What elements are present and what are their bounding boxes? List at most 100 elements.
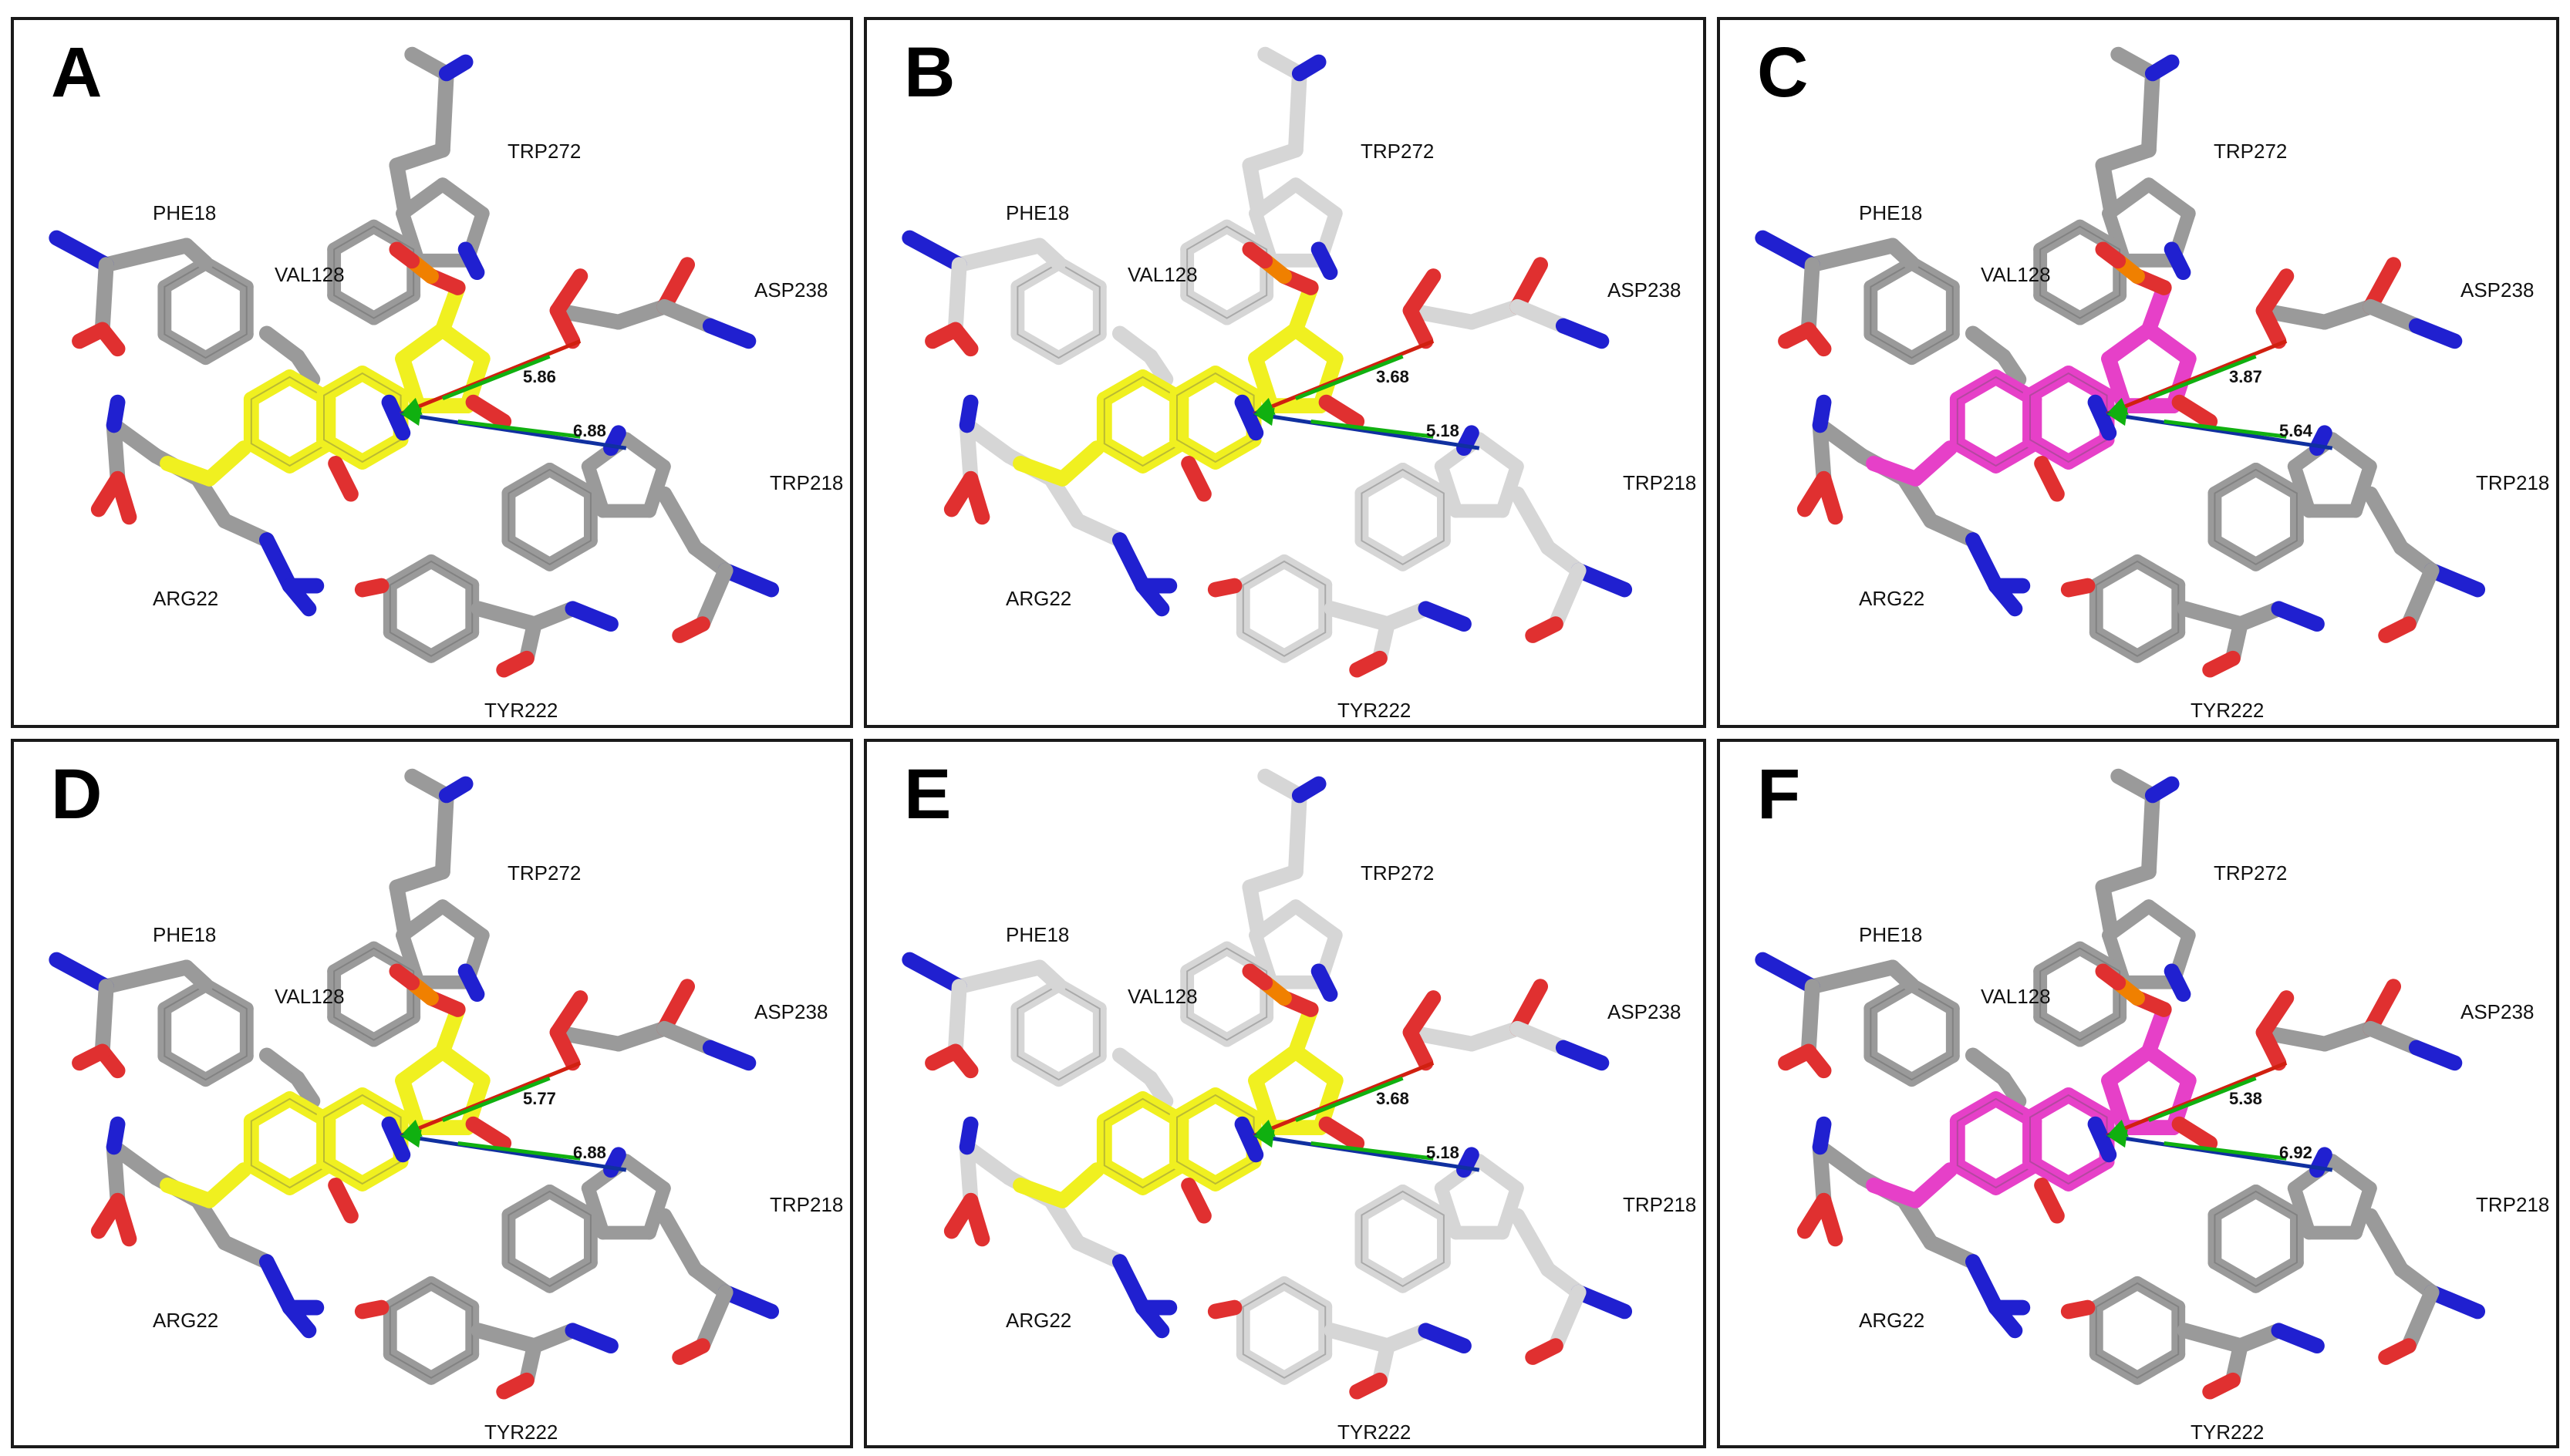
distance-label-asp: 5.77 [523, 1089, 556, 1108]
residue-label-phe18: PHE18 [153, 201, 217, 224]
residue-label-tyr222: TYR222 [1337, 699, 1411, 722]
residue-label-phe18: PHE18 [1859, 923, 1923, 946]
arrow-gradient-green [1310, 1141, 1434, 1161]
distance-label-asp: 5.86 [523, 367, 556, 386]
distance-label-trp: 6.88 [573, 1143, 606, 1162]
molecule-render [902, 768, 1633, 1400]
distance-arrows [2106, 339, 2333, 450]
residue-label-val128: VAL128 [1128, 985, 1198, 1008]
residue-label-phe18: PHE18 [1859, 201, 1923, 224]
protein-residues [902, 46, 1633, 678]
residue-label-arg22: ARG22 [153, 1309, 219, 1332]
molecule-render [1755, 768, 2486, 1400]
ligand-molecule [160, 963, 512, 1224]
residue-label-tyr222: TYR222 [484, 1421, 558, 1444]
distance-label-trp: 5.18 [1426, 1143, 1459, 1162]
distance-arrows [1253, 1061, 1480, 1172]
residue-label-trp272: TRP272 [1361, 140, 1435, 163]
residue-label-val128: VAL128 [275, 985, 345, 1008]
distance-arrows [400, 339, 627, 450]
distance-arrows [2106, 1061, 2333, 1172]
residue-label-tyr222: TYR222 [1337, 1421, 1411, 1444]
residue-label-phe18: PHE18 [1006, 201, 1070, 224]
residue-label-trp218: TRP218 [2476, 471, 2550, 494]
ligand-molecule [1866, 963, 2218, 1224]
residue-label-val128: VAL128 [1981, 263, 2051, 286]
residue-label-phe18: PHE18 [1006, 923, 1070, 946]
residue-label-arg22: ARG22 [1006, 1309, 1072, 1332]
residue-label-asp238: ASP238 [754, 1000, 828, 1023]
residue-label-trp272: TRP272 [1361, 861, 1435, 885]
arrow-gradient-green [2147, 1076, 2257, 1123]
residue-label-trp272: TRP272 [2214, 140, 2288, 163]
distance-arrows [1253, 339, 1480, 450]
arrow-gradient-green [1294, 1076, 1404, 1123]
arrow-gradient-green [457, 1141, 581, 1161]
residue-label-asp238: ASP238 [2460, 1000, 2535, 1023]
residue-label-asp238: ASP238 [754, 278, 828, 302]
residue-label-phe18: PHE18 [153, 923, 217, 946]
arrow-gradient-green [2147, 354, 2257, 401]
molecule-render [1755, 46, 2486, 678]
arrow-gradient-green [457, 419, 581, 439]
residue-label-trp272: TRP272 [508, 861, 582, 885]
protein-residues [1755, 768, 2486, 1400]
residue-label-arg22: ARG22 [153, 587, 219, 610]
residue-label-val128: VAL128 [1128, 263, 1198, 286]
distance-label-trp: 6.92 [2279, 1143, 2312, 1162]
molecule-render [49, 768, 780, 1400]
residue-label-arg22: ARG22 [1859, 1309, 1925, 1332]
distance-label-asp: 3.68 [1376, 1089, 1409, 1108]
residue-label-val128: VAL128 [275, 263, 345, 286]
protein-residues [49, 768, 780, 1400]
residue-label-asp238: ASP238 [1607, 1000, 1681, 1023]
molecule-render [902, 46, 1633, 678]
residue-label-asp238: ASP238 [2460, 278, 2535, 302]
ligand-molecule [1866, 241, 2218, 502]
residue-label-trp218: TRP218 [770, 471, 844, 494]
ligand-molecule [1013, 963, 1365, 1224]
distance-label-asp: 3.68 [1376, 367, 1409, 386]
distance-arrows [400, 1061, 627, 1172]
arrow-gradient-green [2164, 419, 2287, 439]
arrow-gradient-green [441, 1076, 551, 1123]
protein-residues [1755, 46, 2486, 678]
arrow-gradient-green [1310, 419, 1434, 439]
residue-label-trp272: TRP272 [508, 140, 582, 163]
panel-letter: F [1757, 755, 1801, 834]
arrow-gradient-green [2164, 1141, 2287, 1161]
panel-letter: D [51, 755, 103, 834]
residue-label-tyr222: TYR222 [484, 699, 558, 722]
residue-label-asp238: ASP238 [1607, 278, 1681, 302]
residue-label-trp218: TRP218 [1623, 471, 1697, 494]
residue-label-trp218: TRP218 [2476, 1193, 2550, 1216]
distance-label-trp: 5.18 [1426, 421, 1459, 440]
distance-label-asp: 3.87 [2229, 367, 2262, 386]
residue-label-trp272: TRP272 [2214, 861, 2288, 885]
panel-letter: E [904, 755, 952, 834]
protein-residues [49, 46, 780, 678]
residue-label-trp218: TRP218 [1623, 1193, 1697, 1216]
molecule-render [49, 46, 780, 678]
residue-label-tyr222: TYR222 [2191, 1421, 2265, 1444]
arrow-gradient-green [1294, 354, 1404, 401]
panel-letter: C [1757, 33, 1809, 112]
residue-label-arg22: ARG22 [1859, 587, 1925, 610]
residue-label-tyr222: TYR222 [2191, 699, 2265, 722]
residue-label-arg22: ARG22 [1006, 587, 1072, 610]
distance-label-trp: 5.64 [2279, 421, 2312, 440]
residue-label-trp218: TRP218 [770, 1193, 844, 1216]
residue-label-val128: VAL128 [1981, 985, 2051, 1008]
arrow-gradient-green [441, 354, 551, 401]
panel-letter: A [51, 33, 103, 112]
distance-label-asp: 5.38 [2229, 1089, 2262, 1108]
ligand-molecule [160, 241, 512, 502]
ligand-molecule [1013, 241, 1365, 502]
panel-letter: B [904, 33, 956, 112]
distance-label-trp: 6.88 [573, 421, 606, 440]
